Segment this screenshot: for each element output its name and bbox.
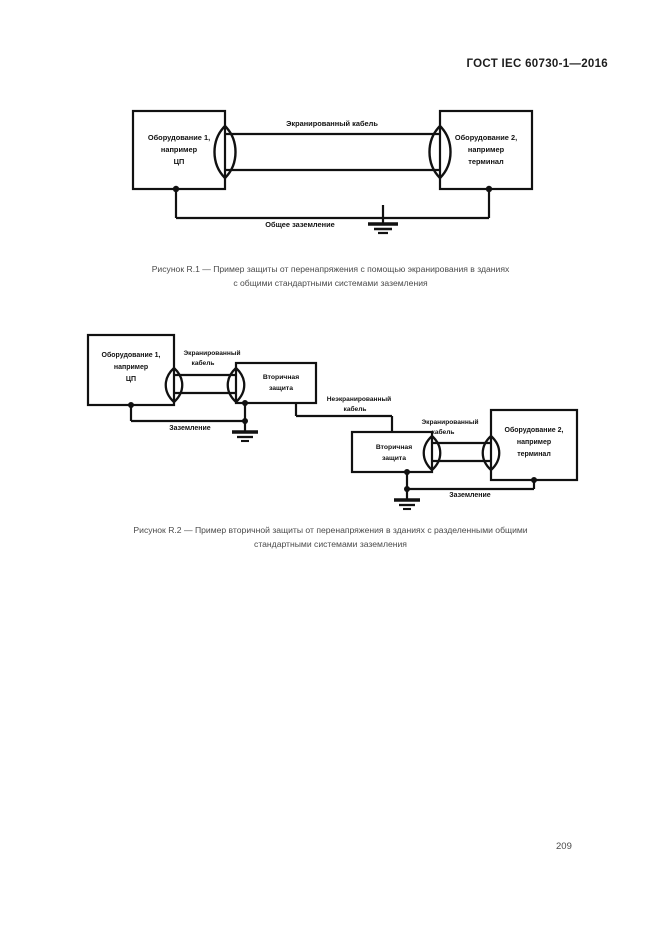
r2-equipment-1-label-line1: Оборудование 1, [102, 351, 161, 359]
r2-shielded-cable-left-line1: Экранированный [183, 349, 240, 357]
figure-r2-caption: Рисунок R.2 — Пример вторичной защиты от… [60, 524, 601, 551]
r2-shielded-cable-right-line1: Экранированный [421, 418, 478, 426]
figure-r1-diagram: Оборудование 1, например ЦП Оборудование… [131, 109, 534, 235]
page-header: ГОСТ IEC 60730-1—2016 [466, 58, 608, 70]
r2-unshielded-cable-line2: кабель [344, 405, 367, 413]
r2-shield-lens-4 [481, 434, 501, 472]
r2-secondary-protection-left-box [234, 361, 318, 405]
figure-r1-caption-line1: Рисунок R.1 — Пример защиты от перенапря… [151, 264, 510, 274]
r2-junction-dot-bus-right [404, 486, 410, 492]
figure-r2-caption-line2: стандартными системами заземления [254, 538, 407, 549]
r2-shield-lens-1 [164, 366, 184, 404]
equipment-2-label-line3: терминал [468, 157, 504, 166]
junction-dot-right [485, 185, 493, 193]
page-number: 209 [556, 841, 572, 852]
r2-junction-dot-bus-left [242, 418, 248, 424]
r2-equipment-1-label-line3: ЦП [126, 376, 136, 383]
r2-equipment-2-label-line1: Оборудование 2, [505, 426, 564, 434]
equipment-1-label-line3: ЦП [174, 157, 185, 166]
shielded-cable-label: Экранированный кабель [286, 119, 378, 128]
r2-secondary-protection-left-line1: Вторичная [263, 374, 299, 381]
r2-shield-lens-3 [422, 434, 442, 472]
r2-equipment-2-label-line3: терминал [517, 451, 551, 458]
r2-junction-dot-sp-right [404, 469, 410, 475]
r2-shielded-cable-right-line2: кабель [432, 428, 455, 436]
r2-secondary-protection-left-line2: защита [269, 385, 293, 392]
shield-lens-left [213, 124, 237, 180]
r2-junction-dot-eq1 [128, 402, 134, 408]
r2-secondary-protection-right-line1: Вторичная [376, 444, 412, 451]
r2-unshielded-cable-line1: Неэкранированный [327, 395, 391, 403]
r2-shielded-cable-left-line2: кабель [192, 359, 215, 367]
shield-lens-right [428, 124, 452, 180]
r2-shield-lens-2 [226, 366, 246, 404]
r2-equipment-2-label-line2: например [517, 439, 551, 446]
equipment-2-label-line1: Оборудование 2, [455, 133, 517, 142]
common-ground-label: Общее заземление [265, 220, 334, 229]
junction-dot-left [172, 185, 180, 193]
r2-secondary-protection-right-box [350, 430, 434, 474]
figure-r1-caption: Рисунок R.1 — Пример защиты от перенапря… [60, 263, 601, 290]
r2-equipment-1-label-line2: например [114, 364, 148, 371]
figure-r2-caption-line1: Рисунок R.2 — Пример вторичной защиты от… [133, 525, 528, 535]
equipment-1-label-line1: Оборудование 1, [148, 133, 210, 142]
equipment-1-label-line2: например [161, 145, 198, 154]
figure-r1-caption-line2: с общими стандартными системами заземлен… [233, 277, 428, 288]
r2-secondary-protection-right-line2: защита [382, 455, 406, 462]
equipment-2-label-line2: например [468, 145, 505, 154]
figure-r2-diagram: Оборудование 1, например ЦП Экранированн… [86, 333, 579, 511]
r2-ground-label-right: Заземление [449, 492, 491, 499]
r2-junction-dot-eq2 [531, 477, 537, 483]
r2-ground-label-left: Заземление [169, 425, 211, 432]
r2-junction-dot-sp-left [242, 400, 248, 406]
